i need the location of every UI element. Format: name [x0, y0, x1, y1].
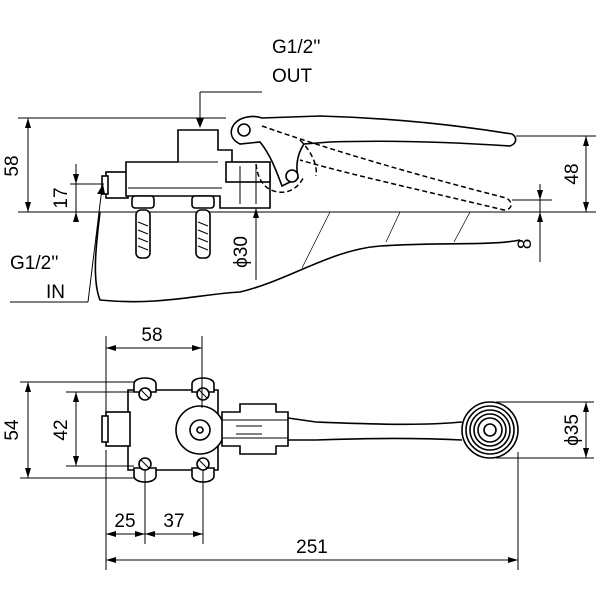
lever-linkage-top: [221, 403, 463, 455]
dim-side-pedal-height-label: 48: [562, 163, 583, 184]
outlet-arrow: [196, 91, 262, 128]
dim-side-pipe-diameter-label: ϕ30: [231, 236, 252, 268]
dim-top-offset-b-label: 37: [163, 511, 184, 532]
outlet-word-label: OUT: [272, 66, 313, 87]
valve-body: [101, 129, 271, 209]
dim-top-overall-length: [105, 450, 519, 570]
pedal-lever: [230, 115, 517, 188]
dim-top-offset-a-label: 25: [114, 511, 135, 532]
dim-top-offsets: [106, 470, 204, 544]
dim-side-inlet-height: [70, 164, 104, 222]
dim-top-mount-width: [105, 336, 203, 412]
dim-top-pedal-diameter: [496, 401, 594, 459]
dim-top-overall-length-label: 251: [296, 537, 328, 558]
inlet-arrow: [10, 184, 105, 303]
dim-top-depth-outer-label: 54: [2, 419, 23, 441]
dim-side-pedal-height: [516, 135, 596, 213]
dim-top-mount-width-label: 58: [141, 325, 162, 346]
pedal-lever-pressed: [255, 125, 512, 211]
valve-head-top: [175, 405, 225, 455]
inlet-fitting-top: [101, 411, 131, 447]
dim-side-pipe-diameter: [253, 208, 259, 280]
side-view: G1/2'' OUT G1/2'' IN 58 17: [2, 37, 596, 303]
dim-side-height-overall: [18, 117, 226, 213]
dim-side-height-overall-label: 58: [2, 155, 23, 176]
wall-anchor-right: [195, 209, 211, 259]
pedal-pad-top: [461, 401, 519, 459]
dim-top-pedal-diameter-label: ϕ35: [562, 414, 583, 446]
dim-side-pedal-clearance: [512, 184, 552, 262]
inlet-word-label: IN: [46, 282, 65, 303]
wall-anchor-left: [135, 209, 151, 259]
dim-side-pedal-clearance-label: 8: [515, 239, 536, 250]
dim-top-depth-inner: [66, 391, 134, 467]
wall-section: [94, 211, 521, 303]
dim-top-depth-inner-label: 42: [51, 419, 72, 440]
outlet-thread-label: G1/2'': [272, 37, 320, 58]
inlet-thread-label: G1/2'': [10, 253, 58, 274]
dim-top-depth-outer: [20, 381, 134, 479]
top-view: 58 54 42 25 37: [2, 325, 594, 570]
dim-side-inlet-height-label: 17: [51, 187, 72, 208]
